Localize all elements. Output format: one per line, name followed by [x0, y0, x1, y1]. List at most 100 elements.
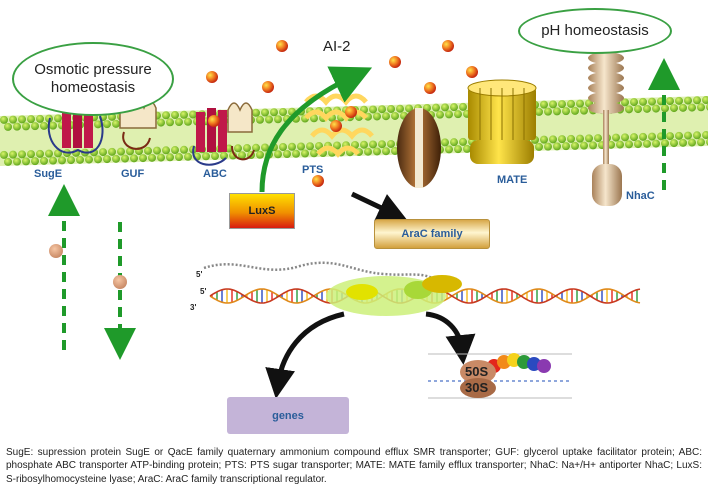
- ion-sphere: [49, 244, 63, 258]
- membrane-bead: [369, 105, 377, 114]
- membrane-bead: [666, 132, 674, 141]
- membrane-bead: [432, 103, 440, 112]
- membrane-bead: [445, 110, 453, 119]
- membrane-bead: [360, 140, 368, 149]
- membrane-bead: [261, 108, 269, 117]
- membrane-bead: [382, 147, 390, 156]
- membrane-bead: [4, 122, 12, 131]
- membrane-bead: [166, 153, 174, 162]
- membrane-bead: [540, 135, 548, 144]
- membrane-bead: [202, 152, 210, 161]
- membrane-bead: [621, 98, 629, 107]
- membrane-bead: [643, 139, 651, 148]
- membrane-bead: [562, 107, 570, 116]
- membrane-bead: [234, 144, 242, 153]
- membrane-bead: [648, 132, 656, 141]
- membrane-bead: [112, 154, 120, 163]
- membrane-bead: [562, 142, 570, 151]
- brown-channel: [397, 108, 441, 188]
- membrane-bead: [535, 142, 543, 151]
- ai2-export-arrow: [259, 66, 373, 193]
- genes-label: genes: [272, 409, 304, 422]
- ai2-sphere: [345, 106, 357, 118]
- membrane-bead: [162, 146, 170, 155]
- luxs-label: LuxS: [248, 205, 276, 217]
- membrane-bead: [549, 135, 557, 144]
- membrane-bead: [688, 103, 696, 112]
- membrane-bead: [310, 114, 318, 123]
- membrane-bead: [171, 111, 179, 120]
- membrane-bead: [567, 134, 575, 143]
- membrane-bead: [612, 133, 620, 142]
- arrow-to-genes: [265, 311, 345, 399]
- membrane-bead: [175, 118, 183, 127]
- membrane-bead: [252, 108, 260, 117]
- abc-label: ABC: [203, 168, 227, 180]
- membrane-bead: [22, 122, 30, 131]
- membrane-bead: [108, 147, 116, 156]
- membrane-bead: [675, 96, 683, 105]
- membrane-bead: [391, 111, 399, 120]
- membrane-bead: [576, 134, 584, 143]
- membrane-bead: [382, 112, 390, 121]
- pts-label: PTS: [302, 164, 324, 176]
- membrane-bead: [256, 115, 264, 124]
- membrane-bead: [220, 151, 228, 160]
- membrane-bead: [441, 138, 449, 147]
- membrane-bead: [13, 122, 21, 131]
- membrane-bead: [0, 115, 8, 124]
- membrane-bead: [153, 146, 161, 155]
- membrane-bead: [288, 142, 296, 151]
- membrane-bead: [391, 146, 399, 155]
- membrane-bead: [279, 108, 287, 117]
- membrane-bead: [243, 144, 251, 153]
- membrane-bead: [31, 157, 39, 166]
- arac-box: AraC family: [374, 219, 490, 249]
- membrane-bead: [661, 139, 669, 148]
- membrane-bead: [634, 105, 642, 114]
- membrane-bead: [670, 104, 678, 113]
- membrane-bead: [553, 142, 561, 151]
- ion-sphere: [113, 275, 127, 289]
- membrane-bead: [40, 156, 48, 165]
- membrane-bead: [144, 146, 152, 155]
- membrane-bead: [211, 152, 219, 161]
- membrane-bead: [0, 150, 8, 159]
- membrane-bead: [18, 115, 26, 124]
- membrane-bead: [679, 138, 687, 147]
- membrane-bead: [126, 147, 134, 156]
- membrane-bead: [166, 118, 174, 127]
- membrane-bead: [454, 110, 462, 119]
- ai2-sphere: [442, 40, 454, 52]
- membrane-bead: [36, 114, 44, 123]
- membrane-bead: [688, 138, 696, 147]
- mrna-5prime-label: 5': [196, 270, 203, 279]
- membrane-bead: [45, 149, 53, 158]
- suge-label: SugE: [34, 168, 63, 180]
- membrane-bead: [378, 105, 386, 114]
- membrane-bead: [58, 156, 66, 165]
- membrane-bead: [459, 137, 467, 146]
- membrane-bead: [589, 141, 597, 150]
- nhac-transporter: [588, 52, 624, 206]
- dna-3prime-label: 3': [190, 303, 197, 312]
- membrane-bead: [639, 132, 647, 141]
- membrane-bead: [76, 155, 84, 164]
- membrane-bead: [558, 100, 566, 109]
- membrane-bead: [441, 103, 449, 112]
- membrane-bead: [175, 153, 183, 162]
- ai2-sphere: [262, 81, 274, 93]
- membrane-bead: [229, 151, 237, 160]
- membrane-bead: [684, 96, 692, 105]
- membrane-bead: [364, 147, 372, 156]
- membrane-bead: [544, 107, 552, 116]
- membrane-bead: [652, 104, 660, 113]
- ai2-molecules: [206, 40, 478, 187]
- membrane-bead: [36, 149, 44, 158]
- nhac-label: NhaC: [626, 190, 655, 202]
- membrane-bead: [94, 120, 102, 129]
- membrane-bead: [540, 100, 548, 109]
- membrane-bead: [189, 110, 197, 119]
- membrane-bead: [238, 151, 246, 160]
- membrane-bead: [702, 131, 708, 140]
